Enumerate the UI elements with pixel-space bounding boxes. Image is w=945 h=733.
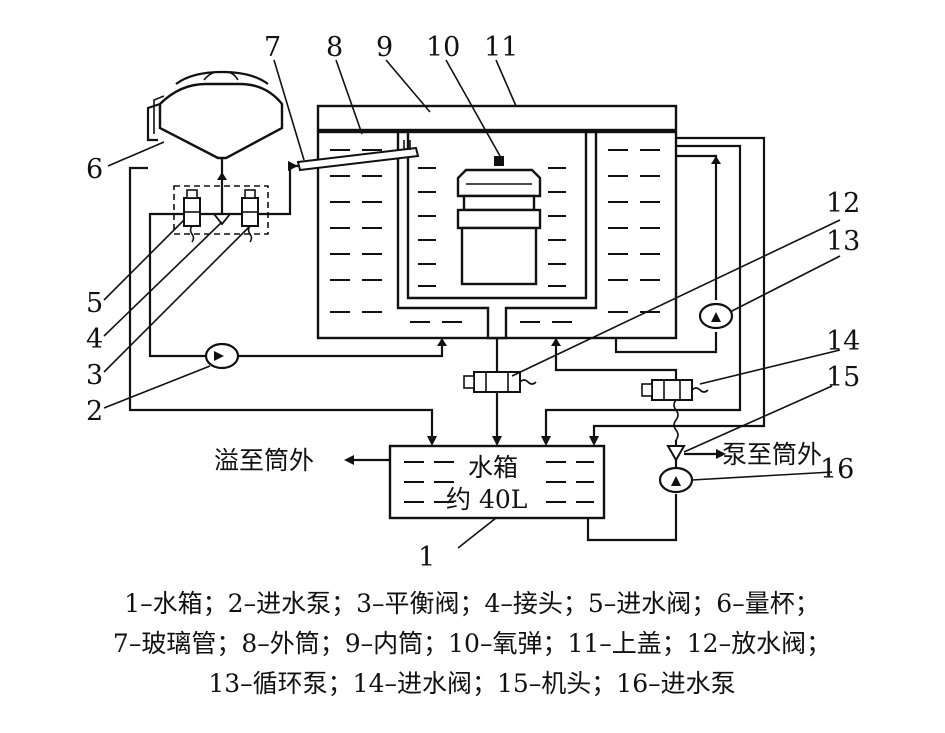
inner-cylinder [396, 130, 598, 340]
overflow-label: 溢至筒外 [214, 446, 314, 475]
valve-block [173, 170, 269, 243]
num-11: 11 [484, 32, 518, 63]
pump-out-label: 泵至筒外 [722, 440, 822, 469]
inner-water [418, 167, 566, 287]
num-2: 2 [86, 396, 103, 427]
outer-cylinder [316, 104, 678, 340]
outer-water [330, 149, 660, 323]
circulation-pump-13 [698, 302, 734, 330]
num-7: 7 [264, 32, 281, 63]
leader-lines [103, 59, 841, 549]
num-6: 6 [86, 154, 103, 185]
tank-volume-label: 约 40L [446, 485, 527, 514]
machine-head-15 [666, 445, 686, 463]
inlet-pump-16 [658, 466, 694, 494]
tank-name-label: 水箱 [468, 453, 518, 482]
legend-line-3: 13–循环泵；14–进水阀；15–机头；16–进水泵 [208, 669, 735, 698]
pipes [128, 136, 766, 542]
legend: 1–水箱；2–进水泵；3–平衡阀；4–接头；5–进水阀；6–量杯； 7–玻璃管；… [113, 589, 831, 698]
inlet-valve-14 [641, 379, 709, 401]
water-tank: 水箱 约 40L [388, 444, 606, 520]
num-12: 12 [826, 188, 860, 219]
component-numbers: 7 8 9 10 11 6 5 4 3 2 1 12 13 14 15 16 [86, 32, 860, 573]
measuring-cup [146, 70, 284, 170]
legend-line-1: 1–水箱；2–进水泵；3–平衡阀；4–接头；5–进水阀；6–量杯； [124, 589, 819, 618]
oxygen-bomb [456, 156, 542, 286]
num-1: 1 [418, 542, 435, 573]
num-8: 8 [326, 32, 343, 63]
num-14: 14 [826, 326, 860, 357]
num-5: 5 [86, 288, 103, 319]
num-15: 15 [826, 362, 860, 393]
num-16: 16 [820, 454, 854, 485]
glass-tube [296, 140, 420, 172]
num-9: 9 [376, 32, 393, 63]
num-10: 10 [426, 32, 460, 63]
num-3: 3 [86, 360, 103, 391]
drain-valve-12 [463, 371, 537, 393]
num-13: 13 [826, 226, 860, 257]
num-4: 4 [86, 324, 103, 355]
top-lid [316, 104, 678, 132]
inlet-pump-2 [204, 342, 240, 370]
legend-line-2: 7–玻璃管；8–外筒；9–内筒；10–氧弹；11–上盖；12–放水阀； [113, 629, 831, 658]
